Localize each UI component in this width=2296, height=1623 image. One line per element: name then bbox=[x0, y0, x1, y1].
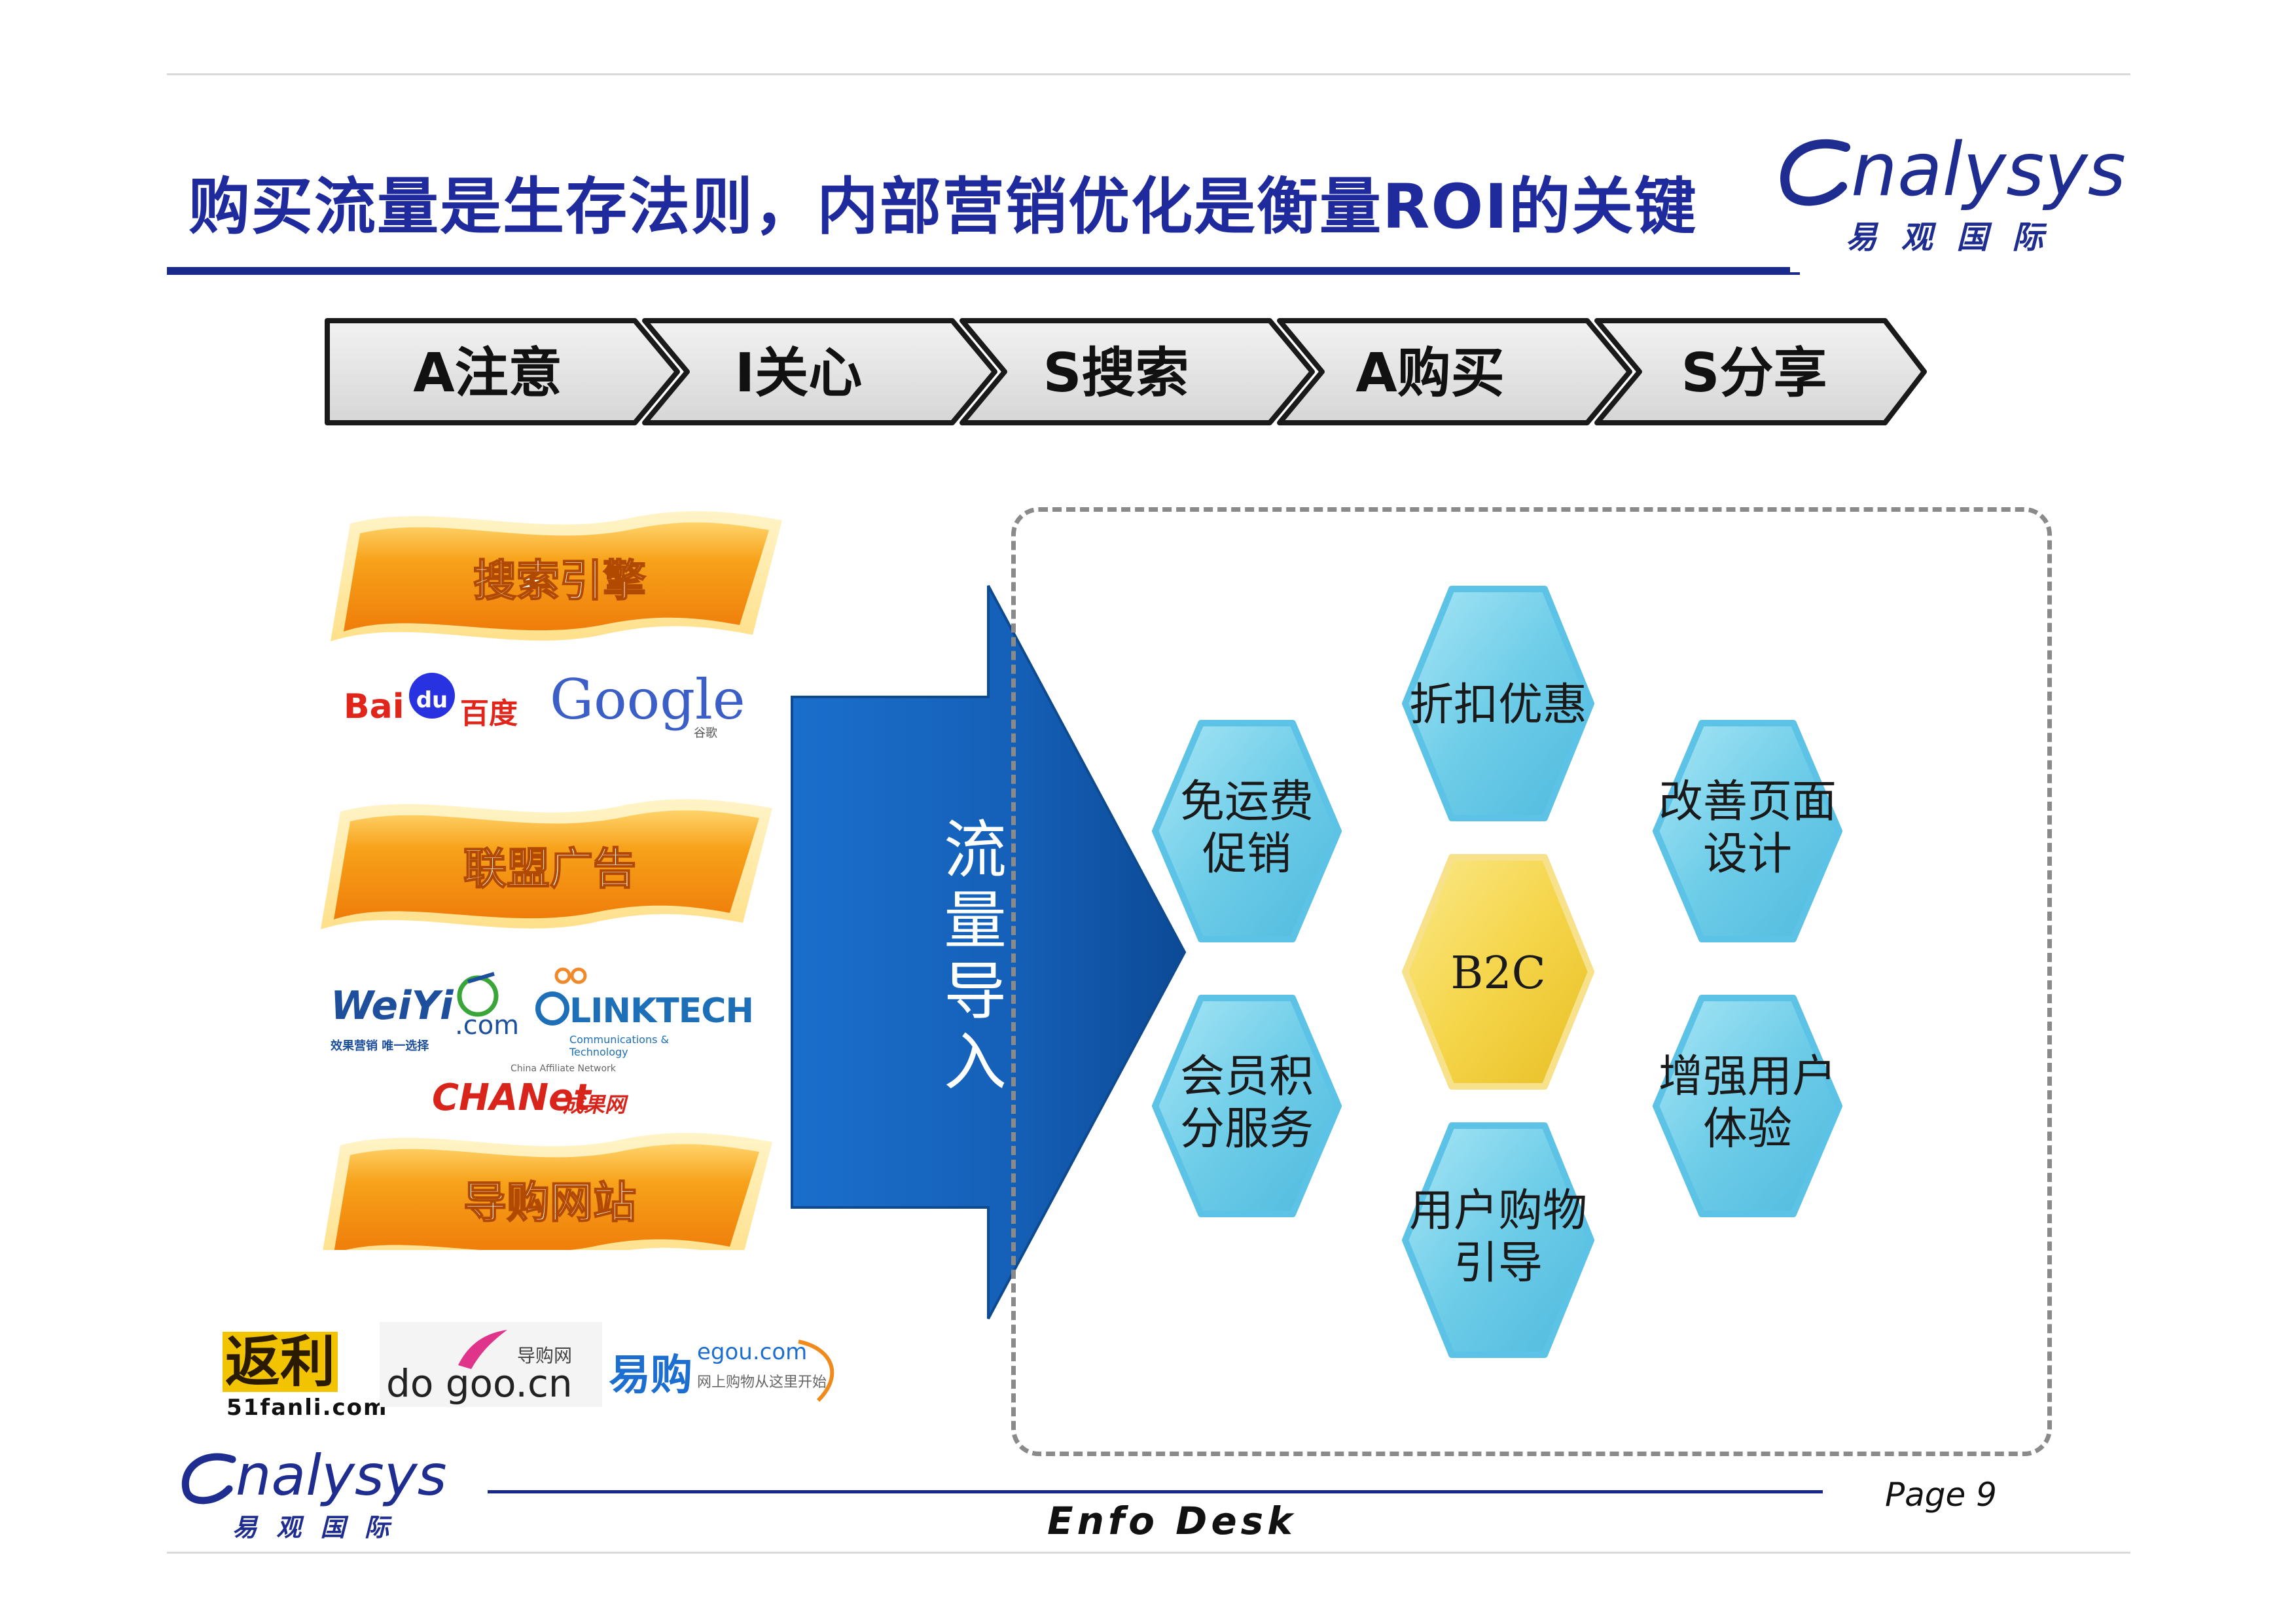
aisas-process: A注意 I关心 S搜索 A购买 S分享 bbox=[325, 318, 1927, 425]
hex-center: B2C bbox=[1402, 854, 1594, 1090]
weiyi-logo: WeiYi .com 效果营销 唯一选择 bbox=[331, 969, 520, 1054]
logo-wordmark: nalysys bbox=[1851, 128, 2126, 213]
baidu-paw-icon: du bbox=[409, 673, 455, 719]
traffic-inflow-label: 流 量 导 入 bbox=[944, 813, 1007, 1099]
analysys-logo: nalysys 易 观 国 际 bbox=[1774, 128, 2127, 259]
page-title: 购买流量是生存法则，内部营销优化是衡量ROI的关键 bbox=[188, 171, 1698, 243]
footer-analysys-logo: nalysys 易 观 国 际 bbox=[177, 1443, 447, 1554]
top-divider bbox=[167, 73, 2130, 75]
hex-lower-left: 会员积 分服务 bbox=[1152, 995, 1342, 1217]
aisas-step-2-label: I关心 bbox=[735, 342, 863, 404]
bottom-divider bbox=[167, 1552, 2130, 1554]
linktech-ring-icon bbox=[535, 967, 587, 1026]
hex-top: 折扣优惠 bbox=[1402, 586, 1594, 821]
hex-upper-right-line1: 改善页面 bbox=[1659, 776, 1837, 828]
egou-swoosh-icon bbox=[798, 1340, 834, 1402]
hex-lower-left-line1: 会员积 bbox=[1180, 1051, 1314, 1103]
aisas-step-1-label: A注意 bbox=[413, 342, 562, 404]
hex-upper-right: 改善页面 设计 bbox=[1653, 720, 1842, 942]
hex-top-label: 折扣优惠 bbox=[1409, 679, 1587, 731]
hex-lower-left-line2: 分服务 bbox=[1180, 1103, 1314, 1155]
ribbon-shopping-guide-label: 导购网站 bbox=[463, 1177, 636, 1228]
aisas-step-3-label: S搜索 bbox=[1043, 342, 1189, 404]
hex-upper-left-line2: 促销 bbox=[1202, 829, 1291, 880]
doogoo-logo: do goo.cn 导购网 bbox=[380, 1322, 602, 1407]
hex-bottom-line1: 用户购物 bbox=[1409, 1185, 1587, 1237]
aisas-step-4-label: A购买 bbox=[1355, 342, 1504, 404]
aisas-step-5-label: S分享 bbox=[1681, 342, 1827, 404]
footer-swoosh-icon bbox=[181, 1453, 236, 1505]
aisas-step-3: S搜索 bbox=[960, 318, 1315, 425]
hex-lower-right: 增强用户 体验 bbox=[1653, 995, 1842, 1217]
hex-lower-right-line2: 体验 bbox=[1703, 1103, 1792, 1155]
google-logo: Google 谷歌 bbox=[550, 668, 745, 740]
hex-upper-right-line2: 设计 bbox=[1703, 829, 1792, 880]
aisas-step-5: S分享 bbox=[1594, 318, 1927, 425]
hex-bottom-line2: 引导 bbox=[1454, 1238, 1543, 1289]
internal-marketing-frame bbox=[1011, 507, 2052, 1456]
b2c-hexagon-cluster: 折扣优惠 免运费 促销 改善页面 设计 B2C 会员积 分服务 增强用户 体验 … bbox=[1152, 586, 1842, 1358]
ribbon-affiliate-ads-label: 联盟广告 bbox=[463, 844, 636, 894]
aisas-step-2: I关心 bbox=[642, 318, 997, 425]
page-number: Page 9 bbox=[1885, 1476, 1997, 1514]
baidu-logo: Bai du 百度 bbox=[344, 668, 520, 733]
chanet-logo: China Affiliate Network CHANet 成果网 bbox=[432, 1063, 626, 1119]
linktech-logo: LINKTECH Communications & Technology bbox=[530, 965, 754, 1058]
logo-chinese: 易 观 国 际 bbox=[1846, 219, 2051, 256]
title-underline bbox=[167, 267, 1790, 275]
aisas-step-4: A购买 bbox=[1277, 318, 1632, 425]
hex-bottom: 用户购物 引导 bbox=[1402, 1122, 1594, 1358]
egou-logo: 易购 egou.com 网上购物从这里开始 bbox=[609, 1329, 851, 1414]
fanli-logo: 返利 51fanli.com bbox=[223, 1332, 386, 1421]
hex-upper-left-line1: 免运费 bbox=[1180, 776, 1314, 828]
hex-upper-left: 免运费 促销 bbox=[1152, 720, 1342, 942]
doogoo-fairy-icon bbox=[458, 1330, 507, 1369]
ribbon-search-engine-label: 搜索引擎 bbox=[473, 556, 646, 606]
traffic-inflow-arrow bbox=[791, 585, 1187, 1319]
hex-center-label: B2C bbox=[1450, 948, 1545, 999]
channel-ribbons: 搜索引擎 联盟广告 导购网站 bbox=[321, 510, 782, 1250]
ribbon-search-engine: 搜索引擎 bbox=[331, 510, 782, 641]
analysys-swoosh-icon bbox=[1780, 139, 1850, 206]
footer-rule bbox=[488, 1490, 1823, 1493]
hex-lower-right-line1: 增强用户 bbox=[1659, 1051, 1837, 1103]
footer-enfo-desk: Enfo Desk bbox=[1047, 1499, 1297, 1543]
title-underline-tail bbox=[1761, 272, 1800, 275]
aisas-step-1: A注意 bbox=[325, 318, 680, 425]
ribbon-shopping-guide: 导购网站 bbox=[323, 1132, 772, 1250]
ribbon-affiliate-ads: 联盟广告 bbox=[321, 798, 772, 929]
weiyi-swirl-icon bbox=[457, 972, 499, 1017]
